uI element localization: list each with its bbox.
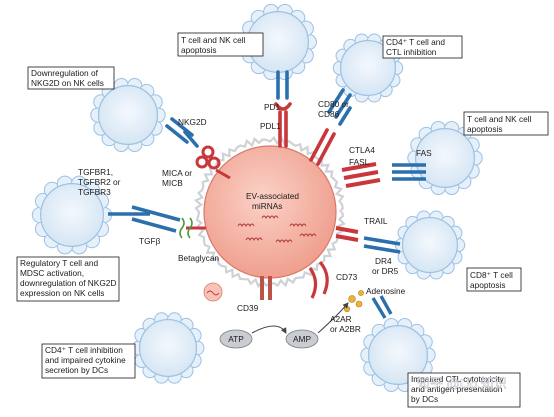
svg-text:Regulatory T cell and: Regulatory T cell and bbox=[20, 258, 98, 268]
dr-label-line2: or DR5 bbox=[372, 266, 399, 276]
a2ar-label-line2: or A2BR bbox=[330, 324, 361, 334]
svg-text:CD4⁺ T cell and: CD4⁺ T cell and bbox=[386, 37, 445, 47]
mirna-strand bbox=[275, 239, 293, 244]
mirna-strand bbox=[261, 215, 279, 220]
callout-nkg2d-down: Downregulation of NKG2D on NK cells bbox=[27, 66, 115, 90]
cd80-receptor bbox=[327, 88, 352, 126]
tgfbr-label-line1: TGFBR1, bbox=[78, 167, 113, 177]
adenosine-label: Adenosine bbox=[366, 286, 406, 296]
mirna-strands bbox=[237, 215, 317, 244]
tgfbr-label-line2: TGFBR2 or bbox=[78, 177, 121, 187]
svg-text:and impaired cytokine: and impaired cytokine bbox=[45, 355, 126, 365]
betaglycan-label: Betaglycan bbox=[178, 253, 219, 263]
svg-text:downregulation of NKG2D: downregulation of NKG2D bbox=[20, 278, 116, 288]
fasl-label: FASL bbox=[349, 157, 370, 167]
callout-cd8: CD8⁺ T cell apoptosis bbox=[466, 267, 522, 292]
svg-text:and antigen presentation: and antigen presentation bbox=[411, 384, 503, 394]
mirna-strand bbox=[237, 223, 255, 228]
immune-cell bbox=[407, 121, 483, 195]
tgfbr-receptor bbox=[108, 205, 181, 233]
svg-text:CD4⁺ T cell inhibition: CD4⁺ T cell inhibition bbox=[45, 345, 123, 355]
callout-ctl-dc: Impaired CTL cytotoxicity and antigen pr… bbox=[407, 372, 521, 408]
cd39-enzyme bbox=[260, 276, 272, 300]
vesicle-halo bbox=[193, 135, 346, 289]
svg-text:Downregulation of: Downregulation of bbox=[31, 68, 99, 78]
atp-molecule bbox=[219, 329, 253, 349]
svg-text:by DCs: by DCs bbox=[411, 394, 438, 404]
callout-cd4-dc: CD4⁺ T cell inhibition and impaired cyto… bbox=[41, 343, 136, 379]
svg-text:apoptosis: apoptosis bbox=[470, 280, 506, 290]
svg-text:MDSC activation,: MDSC activation, bbox=[20, 268, 84, 278]
mirna-strand bbox=[245, 237, 263, 242]
svg-text:apoptosis: apoptosis bbox=[181, 45, 217, 55]
released-mirna-vesicle bbox=[203, 282, 223, 302]
tgfb-label: TGFβ bbox=[139, 236, 161, 246]
dr-receptor bbox=[363, 236, 401, 254]
immune-cell bbox=[394, 210, 466, 280]
cd73-label: CD73 bbox=[336, 272, 358, 282]
cd80-label-line2: CD86 bbox=[318, 109, 340, 119]
nkg2d-label: NKG2D bbox=[178, 117, 207, 127]
svg-text:T cell and NK cell: T cell and NK cell bbox=[467, 114, 532, 124]
watermark: 知乎 @Lib.知识 bbox=[417, 376, 507, 391]
svg-text:secretion by DCs: secretion by DCs bbox=[45, 365, 108, 375]
mirna-strand bbox=[299, 233, 317, 238]
amp-to-adenosine-arrow bbox=[317, 302, 349, 334]
amp-label: AMP bbox=[293, 334, 311, 344]
mica-label-line1: MICA or bbox=[162, 168, 192, 178]
pd1-receptor bbox=[276, 70, 289, 100]
svg-text:T cell and NK cell: T cell and NK cell bbox=[181, 35, 246, 45]
cd73-enzyme bbox=[308, 260, 329, 299]
dr-label-line1: DR4 bbox=[375, 256, 392, 266]
ctla4-label: CTLA4 bbox=[349, 145, 375, 155]
svg-text:NKG2D on NK cells: NKG2D on NK cells bbox=[31, 78, 104, 88]
pdl1-label: PDL1 bbox=[260, 121, 281, 131]
atp-to-amp-arrow bbox=[251, 325, 287, 334]
svg-text:apoptosis: apoptosis bbox=[467, 124, 503, 134]
tgfbr-label-line3: TGFBR3 bbox=[78, 187, 111, 197]
cd39-label: CD39 bbox=[237, 303, 259, 313]
svg-text:Impaired CTL cytotoxicity: Impaired CTL cytotoxicity bbox=[411, 374, 505, 384]
fas-receptor bbox=[392, 163, 426, 181]
adenosine-molecules bbox=[343, 290, 364, 313]
fasl-ligand bbox=[341, 162, 381, 188]
a2ar-label-line1: A2AR bbox=[330, 314, 352, 324]
nkg2d-receptor bbox=[165, 117, 199, 148]
mirna-strand bbox=[289, 223, 307, 228]
svg-text:CTL inhibition: CTL inhibition bbox=[386, 47, 437, 57]
immune-cell bbox=[131, 312, 205, 384]
released-mirna-strand bbox=[206, 290, 220, 296]
mica-ligand bbox=[195, 145, 231, 180]
callout-treg: Regulatory T cell and MDSC activation, d… bbox=[16, 256, 120, 302]
callout-cd4-ctl: CD4⁺ T cell and CTL inhibition bbox=[382, 35, 463, 59]
betaglycan-ligand bbox=[179, 217, 206, 239]
immune-cell bbox=[31, 175, 113, 255]
extracellular-vesicle bbox=[203, 145, 337, 279]
fas-label: FAS bbox=[416, 148, 432, 158]
callout-tnk-right: T cell and NK cell apoptosis bbox=[463, 111, 549, 136]
svg-text:expression on NK cells: expression on NK cells bbox=[20, 288, 104, 298]
immune-cell bbox=[90, 78, 166, 152]
pd1-label: PD1 bbox=[264, 102, 281, 112]
trail-ligand bbox=[335, 226, 359, 242]
amp-molecule bbox=[285, 329, 319, 349]
ev-mirna-label-line2: miRNAs bbox=[252, 201, 282, 211]
ctla4-ligand bbox=[309, 128, 336, 166]
svg-text:CD8⁺ T cell: CD8⁺ T cell bbox=[470, 270, 513, 280]
pdl1-ligand bbox=[274, 102, 292, 148]
cd80-label-line1: CD80 or bbox=[318, 99, 349, 109]
mica-label-line2: MICB bbox=[162, 178, 183, 188]
a2ar-receptor bbox=[371, 295, 393, 319]
atp-label: ATP bbox=[228, 334, 244, 344]
trail-label: TRAIL bbox=[364, 216, 388, 226]
callout-tnk-top: T cell and NK cell apoptosis bbox=[177, 32, 264, 57]
ev-mirna-label-line1: EV-associated bbox=[246, 191, 299, 201]
